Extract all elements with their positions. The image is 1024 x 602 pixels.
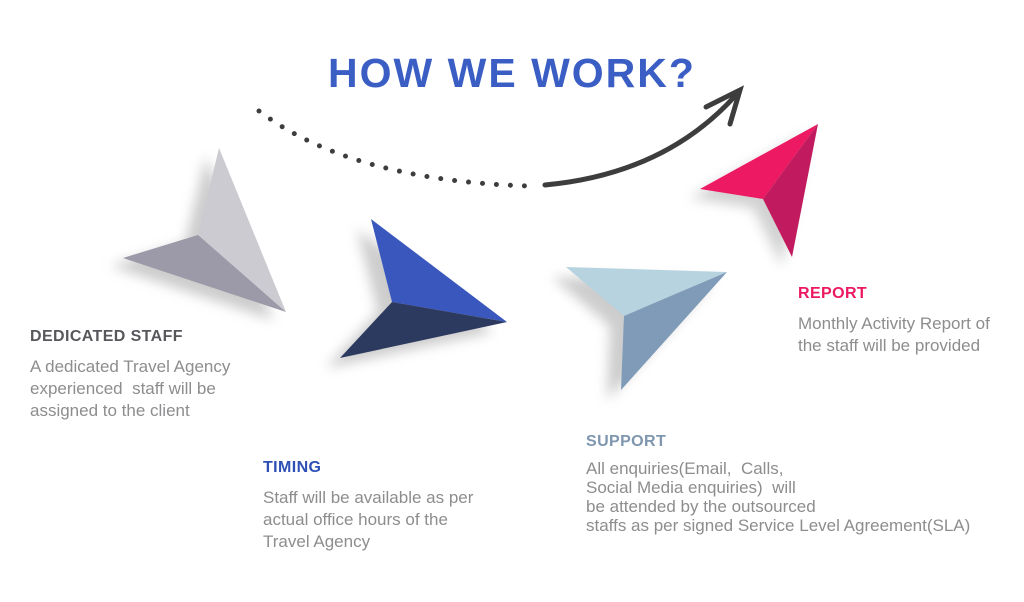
paper-plane-blue-light-facet — [371, 219, 507, 322]
paper-plane-gray-light-facet — [198, 148, 286, 312]
step-dedicated-staff-label: DEDICATED STAFF — [30, 328, 183, 345]
paper-plane-lightblue-light-facet — [566, 267, 727, 316]
paper-plane-lightblue-dark-facet — [621, 272, 727, 390]
step-dedicated-staff-description: A dedicated Travel Agency experienced st… — [30, 357, 231, 420]
paper-plane-lightblue — [552, 267, 727, 400]
step-support: SUPPORT All enquiries(Email, Calls, Soci… — [586, 433, 970, 535]
paper-plane-blue — [326, 219, 507, 368]
paper-plane-pink-light-facet — [700, 124, 818, 199]
step-dedicated-staff: DEDICATED STAFF A dedicated Travel Agenc… — [30, 328, 230, 422]
step-timing-description: Staff will be available as per actual of… — [263, 488, 474, 551]
page-title: HOW WE WORK? — [328, 50, 696, 96]
step-timing-label: TIMING — [263, 459, 322, 476]
dotted-flight-path — [256, 108, 530, 189]
step-support-description: All enquiries(Email, Calls, Social Media… — [586, 459, 971, 535]
paper-plane-pink-dark-facet — [763, 124, 818, 257]
step-support-label: SUPPORT — [586, 433, 667, 450]
step-report-label: REPORT — [798, 285, 868, 302]
paper-plane-gray — [110, 148, 286, 320]
arrow-shaft — [542, 92, 739, 188]
step-report-description: Monthly Activity Report of the staff wil… — [798, 314, 990, 355]
arrow-head-icon — [703, 85, 745, 127]
paper-plane-pink — [690, 124, 818, 266]
step-timing: TIMING Staff will be available as per ac… — [263, 459, 473, 553]
paper-plane-blue-dark-facet — [340, 302, 507, 358]
paper-plane-gray-dark-facet — [123, 235, 286, 312]
step-report: REPORT Monthly Activity Report of the st… — [798, 285, 990, 357]
